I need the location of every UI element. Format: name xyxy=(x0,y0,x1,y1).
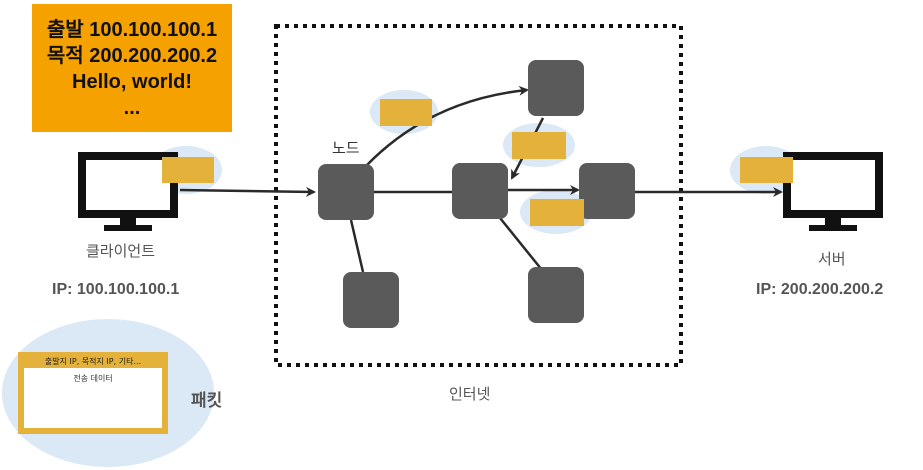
packet-info-box: 출발 100.100.100.1 목적 200.200.200.2 Hello,… xyxy=(32,4,232,132)
router-node-bottomleft xyxy=(343,272,399,328)
node-label: 노드 xyxy=(332,139,360,157)
router-nodes xyxy=(318,60,635,328)
packet-low xyxy=(530,199,584,226)
router-node-center xyxy=(452,163,508,219)
server-label: 서버 xyxy=(818,250,846,268)
packet-body: 전송 데이터 xyxy=(24,368,162,428)
destination-line: 목적 200.200.200.2 xyxy=(46,45,218,67)
router-node-top xyxy=(528,60,584,116)
router-node-left xyxy=(318,164,374,220)
packet-label: 패킷 xyxy=(191,391,223,411)
internet-label: 인터넷 xyxy=(449,385,491,403)
packet-header: 출발지 IP, 목적지 IP, 기타... xyxy=(44,357,142,366)
link-node-top xyxy=(365,85,529,167)
packet-client xyxy=(162,157,214,183)
server-ip: IP: 200.200.200.2 xyxy=(756,281,884,298)
client-label: 클라이언트 xyxy=(86,242,156,260)
router-node-right xyxy=(579,163,635,219)
packet-top xyxy=(380,99,432,126)
router-node-bottomright xyxy=(528,267,584,323)
source-line: 출발 100.100.100.1 xyxy=(46,19,218,41)
link-client-node xyxy=(179,186,316,197)
client-ip: IP: 100.100.100.1 xyxy=(52,281,180,298)
packet-illustration: 출발지 IP, 목적지 IP, 기타... 전송 데이터 xyxy=(18,352,168,434)
internet-boundary xyxy=(274,24,683,367)
server-monitor-icon xyxy=(783,152,883,231)
message-line: Hello, world! xyxy=(72,71,192,93)
link-node-bottomleft xyxy=(349,219,365,273)
ellipsis-line: ... xyxy=(123,97,141,119)
packet-server xyxy=(740,157,793,183)
link-center-bottom xyxy=(499,217,543,271)
client-monitor-icon xyxy=(78,152,178,231)
packet-mid xyxy=(512,132,566,159)
